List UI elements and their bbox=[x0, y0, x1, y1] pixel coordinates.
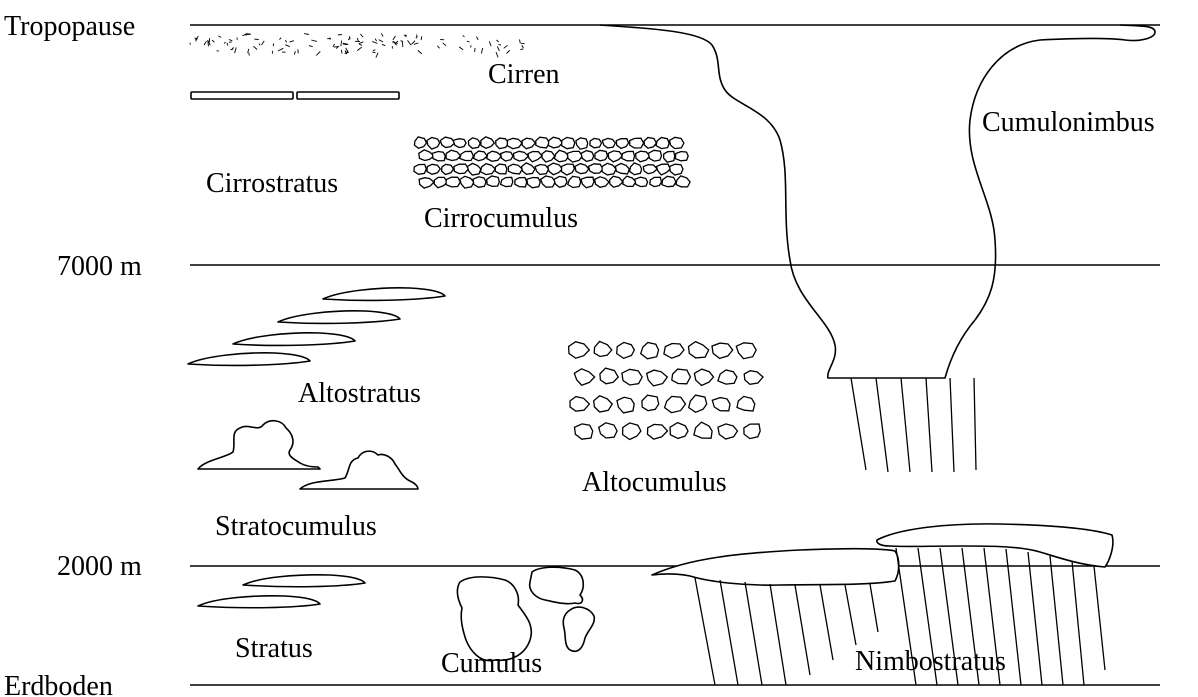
cirrocumulus-label: Cirrocumulus bbox=[424, 203, 578, 234]
stratus-cloud bbox=[198, 575, 365, 608]
cirren-cloud bbox=[190, 33, 525, 58]
2000m-label: 2000 m bbox=[57, 551, 142, 582]
erdboden-label: Erdboden bbox=[4, 671, 113, 697]
cumulus-cloud bbox=[457, 567, 594, 660]
altocumulus-label: Altocumulus bbox=[582, 467, 727, 498]
altocumulus-cloud bbox=[569, 341, 763, 439]
nimbostratus-label: Nimbostratus bbox=[855, 646, 1006, 677]
cirren-label: Cirren bbox=[488, 59, 560, 90]
stratocumulus-cloud bbox=[198, 421, 418, 489]
7000m-label: 7000 m bbox=[57, 251, 142, 282]
cumulus-label: Cumulus bbox=[441, 648, 542, 679]
stratus-label: Stratus bbox=[235, 633, 313, 664]
tropopause-label: Tropopause bbox=[4, 11, 135, 42]
cumulonimbus-label: Cumulonimbus bbox=[982, 107, 1155, 138]
cirrostratus-cloud bbox=[191, 92, 399, 99]
stratocumulus-label: Stratocumulus bbox=[215, 511, 377, 542]
cirrostratus-label: Cirrostratus bbox=[206, 168, 338, 199]
altostratus-label: Altostratus bbox=[298, 378, 421, 409]
altostratus-cloud bbox=[188, 288, 445, 366]
cirrocumulus-cloud bbox=[414, 137, 690, 188]
